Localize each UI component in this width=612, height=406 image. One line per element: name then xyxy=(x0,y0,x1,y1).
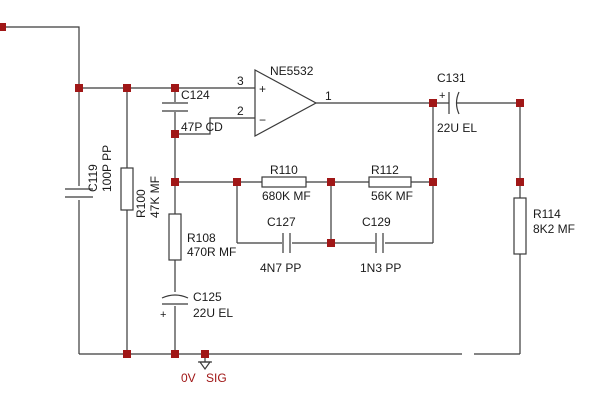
resistor-r100 xyxy=(120,167,134,211)
c131-ref: C131 xyxy=(437,71,466,85)
junction-dot xyxy=(327,239,335,247)
c124-value: 47P CD xyxy=(181,120,223,134)
c127-ref: C127 xyxy=(267,215,296,229)
capacitor-c124 xyxy=(162,102,188,112)
junction-dot xyxy=(327,178,335,186)
c125-ref: C125 xyxy=(193,290,222,304)
junction-dot xyxy=(171,178,179,186)
ground-symbol xyxy=(198,361,212,371)
junction-dot xyxy=(171,350,179,358)
junction-dot xyxy=(171,130,179,138)
c131-polarity: + xyxy=(439,90,445,102)
resistor-r114 xyxy=(513,197,527,255)
c119-ref: C119 xyxy=(86,164,100,192)
junction-dot xyxy=(516,99,524,107)
r100-ref: R100 xyxy=(134,189,148,218)
c129-value: 1N3 PP xyxy=(360,261,401,275)
opamp-plus-sign: + xyxy=(259,82,266,96)
c125-value: 22U EL xyxy=(193,306,233,320)
junction-dot xyxy=(123,350,131,358)
junction-dot xyxy=(171,84,179,92)
junction-dot xyxy=(201,350,209,358)
junction-dots xyxy=(0,23,524,358)
capacitor-c125 xyxy=(161,292,189,306)
c129-ref: C129 xyxy=(362,215,391,229)
capacitor-c129 xyxy=(375,233,385,253)
capacitor-c131 xyxy=(448,91,460,115)
opamp-name: NE5532 xyxy=(270,64,314,78)
opamp-pin-2: 2 xyxy=(237,104,244,118)
opamp-pin-1: 1 xyxy=(325,89,332,103)
junction-dot xyxy=(233,178,241,186)
r112-ref: R112 xyxy=(371,163,399,177)
c119-value: 100P PP xyxy=(100,145,114,192)
junction-dot xyxy=(429,99,437,107)
r110-value: 680K MF xyxy=(262,189,311,203)
r114-value: 8K2 MF xyxy=(533,222,575,236)
r108-value: 470R MF xyxy=(187,245,236,259)
junction-dot xyxy=(429,178,437,186)
c124-ref: C124 xyxy=(181,88,210,102)
resistor-r108 xyxy=(168,213,182,261)
junction-dot xyxy=(123,84,131,92)
ground-label-sig: SIG xyxy=(206,371,227,385)
junction-dot xyxy=(0,23,6,31)
opamp-pin-3: 3 xyxy=(237,74,244,88)
r112-value: 56K MF xyxy=(371,189,413,203)
r108-ref: R108 xyxy=(187,231,216,245)
c127-value: 4N7 PP xyxy=(260,261,301,275)
r114-ref: R114 xyxy=(533,207,561,221)
opamp-minus-sign: − xyxy=(259,113,266,127)
capacitor-c127 xyxy=(282,233,292,253)
junction-dot xyxy=(75,84,83,92)
junction-dot xyxy=(516,178,524,186)
ground-label-0v: 0V xyxy=(181,371,196,385)
c125-polarity: + xyxy=(160,309,166,321)
resistor-r110 xyxy=(261,176,307,188)
opamp-ne5532 xyxy=(254,68,318,138)
r110-ref: R110 xyxy=(270,163,298,177)
c131-value: 22U EL xyxy=(437,121,477,135)
capacitor-c119 xyxy=(65,186,93,200)
r100-value: 47K MF xyxy=(148,176,162,218)
resistor-r112 xyxy=(368,176,412,188)
